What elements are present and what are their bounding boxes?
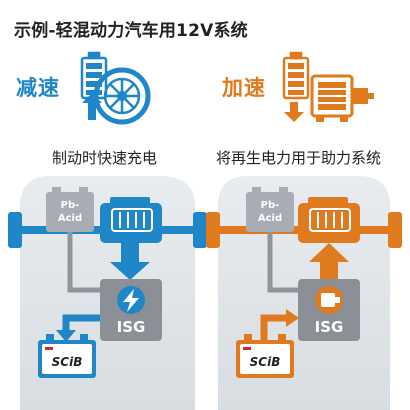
scib-battery: SCiB: [38, 334, 96, 378]
right-caption: 将再生电力用于助力系统: [216, 149, 382, 167]
scib-label: SCiB: [52, 355, 83, 369]
engine-icon-right: [298, 197, 360, 243]
isg-module-right: ISG: [298, 279, 360, 341]
arrow-down-icon: [284, 102, 304, 122]
engine-icon: [100, 197, 162, 243]
isg-label: ISG: [117, 318, 146, 336]
lead-acid-battery-right: Pb- Acid: [246, 187, 294, 232]
battery-label-top: Pb-: [61, 200, 80, 211]
wheel-icon: [93, 67, 151, 125]
motor-icon: [310, 74, 374, 122]
deceleration-label: 减速: [16, 76, 60, 100]
isg-module: ISG: [100, 279, 162, 341]
battery-label-top-right: Pb-: [261, 200, 280, 211]
scib-label-right: SCiB: [250, 355, 281, 369]
left-car: Pb- Acid ISG: [8, 176, 207, 410]
left-caption: 制动时快速充电: [52, 149, 158, 167]
page-title: 示例-轻混动力汽车用12V系统: [14, 21, 248, 41]
right-car: Pb- Acid ISG: [206, 176, 402, 410]
isg-label-right: ISG: [315, 318, 344, 336]
lead-acid-battery: Pb- Acid: [46, 187, 94, 232]
battery-label-bottom: Acid: [58, 213, 82, 224]
scib-battery-right: SCiB: [236, 334, 294, 378]
battery-label-bottom-right: Acid: [258, 213, 282, 224]
acceleration-label: 加速: [222, 76, 266, 100]
battery-icon-right: [282, 51, 310, 100]
